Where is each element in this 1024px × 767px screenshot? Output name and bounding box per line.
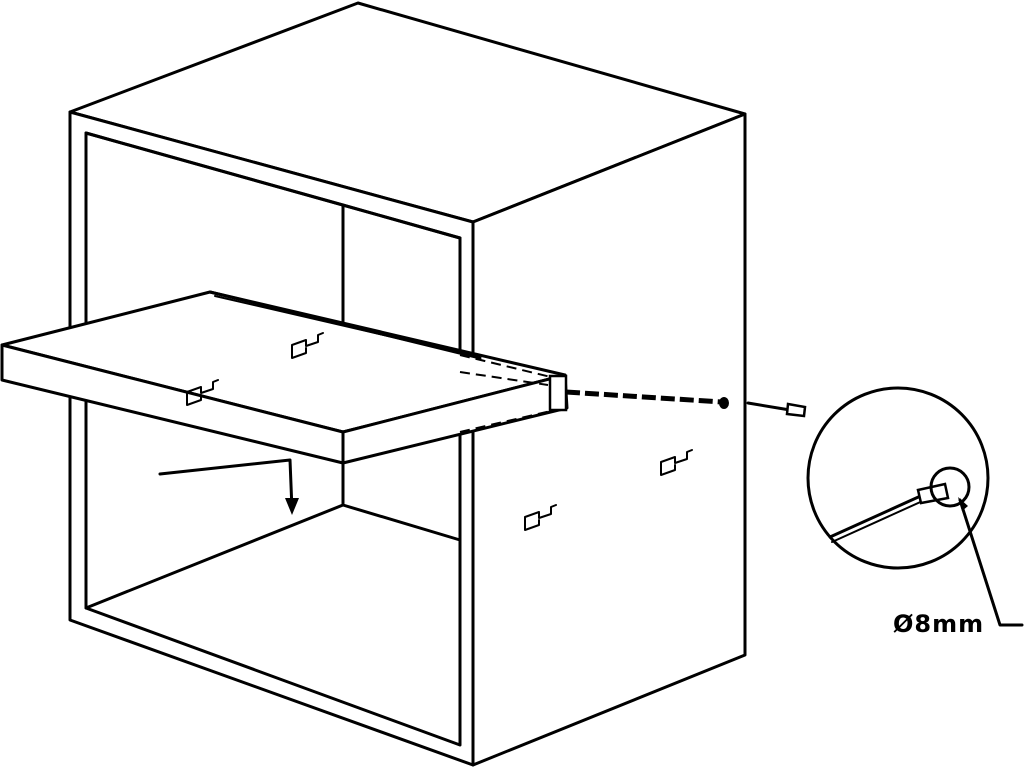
- detail-magnifier: [806, 386, 1024, 627]
- dowel-pin: [746, 401, 807, 418]
- cabinet-side-panel: [471, 112, 747, 767]
- shelf-support-bracket: [186, 379, 219, 406]
- hole-diameter-label: Ø8mm: [893, 610, 985, 638]
- shelf-support-bracket: [291, 332, 324, 359]
- shelf-support-bracket: [524, 504, 557, 531]
- shelf-support-bracket: [660, 449, 693, 476]
- pointer-arrow: [158, 458, 299, 515]
- dowel-path: [565, 389, 729, 409]
